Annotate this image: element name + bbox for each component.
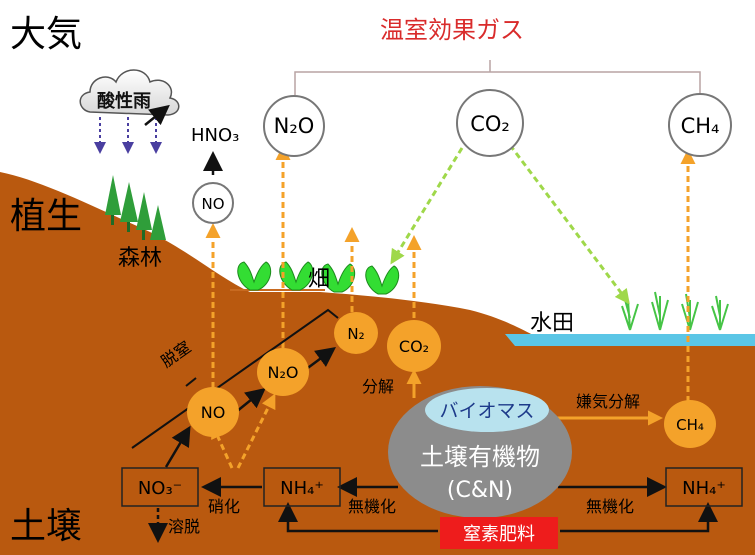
no3-box: [121, 467, 199, 507]
acid-rain-cloud: [79, 69, 180, 116]
denitrification-brace-tick: [185, 377, 197, 387]
soil-molecule-circles: [187, 312, 716, 448]
black-flow-arrows: [144, 104, 718, 543]
mineralization-right-label: 無機化: [586, 497, 634, 516]
site-paddy: 水田: [530, 311, 574, 336]
nh4-right-box: [665, 467, 743, 507]
organic-matter-subtitle: (C&N): [447, 478, 513, 503]
greenhouse-bracket: [294, 60, 701, 95]
decomposition-label: 分解: [362, 377, 394, 396]
forest-trees: [105, 175, 166, 240]
leaching-label: 溶脱: [168, 517, 200, 536]
field-crops: [237, 261, 400, 295]
hno3-label: HNO₃: [191, 125, 239, 146]
site-field: 畑: [308, 267, 330, 292]
ch4-soil-label: CH₄: [676, 416, 704, 434]
ch4-air-label: CH₄: [681, 114, 720, 138]
fertilizer-box: [440, 517, 558, 549]
zone-soil: 土壌: [10, 506, 82, 547]
nh4-left-box: [263, 467, 341, 507]
rice-plants: [621, 291, 729, 331]
n2o-air-label: N₂O: [274, 114, 315, 138]
decomposition-arrows: [406, 369, 663, 426]
emission-arrows: [205, 145, 696, 469]
no-air-label: NO: [201, 195, 224, 213]
no3-label: NO₃⁻: [138, 478, 182, 499]
air-molecule-circles: [192, 89, 732, 224]
nh4-left-label: NH₄⁺: [280, 478, 324, 499]
co2-soil-label: CO₂: [399, 337, 429, 356]
mineralization-left-label: 無機化: [348, 497, 396, 516]
zone-atmosphere: 大気: [10, 14, 82, 55]
biomass-ellipse: [425, 388, 549, 432]
no-soil-label: NO: [201, 403, 226, 422]
organic-matter-title: 土壌有機物: [420, 443, 540, 471]
nh4-right-label: NH₄⁺: [682, 478, 726, 499]
co2-air-label: CO₂: [470, 112, 510, 136]
zone-vegetation: 植生: [10, 196, 82, 237]
paddy-water: [505, 334, 755, 346]
site-forest: 森林: [118, 246, 162, 271]
acid-rain-label: 酸性雨: [97, 90, 151, 112]
n2-soil-label: N₂: [347, 325, 364, 343]
n2o-soil-label: N₂O: [268, 363, 299, 382]
biomass-label: バイオマス: [439, 400, 534, 422]
co2-uptake-arrows: [390, 144, 630, 305]
nitrification-label: 硝化: [208, 497, 240, 516]
fertilizer-label: 窒素肥料: [463, 524, 535, 545]
anaerobic-decomposition-label: 嫌気分解: [576, 392, 640, 411]
greenhouse-gases-label: 温室効果ガス: [380, 16, 524, 44]
